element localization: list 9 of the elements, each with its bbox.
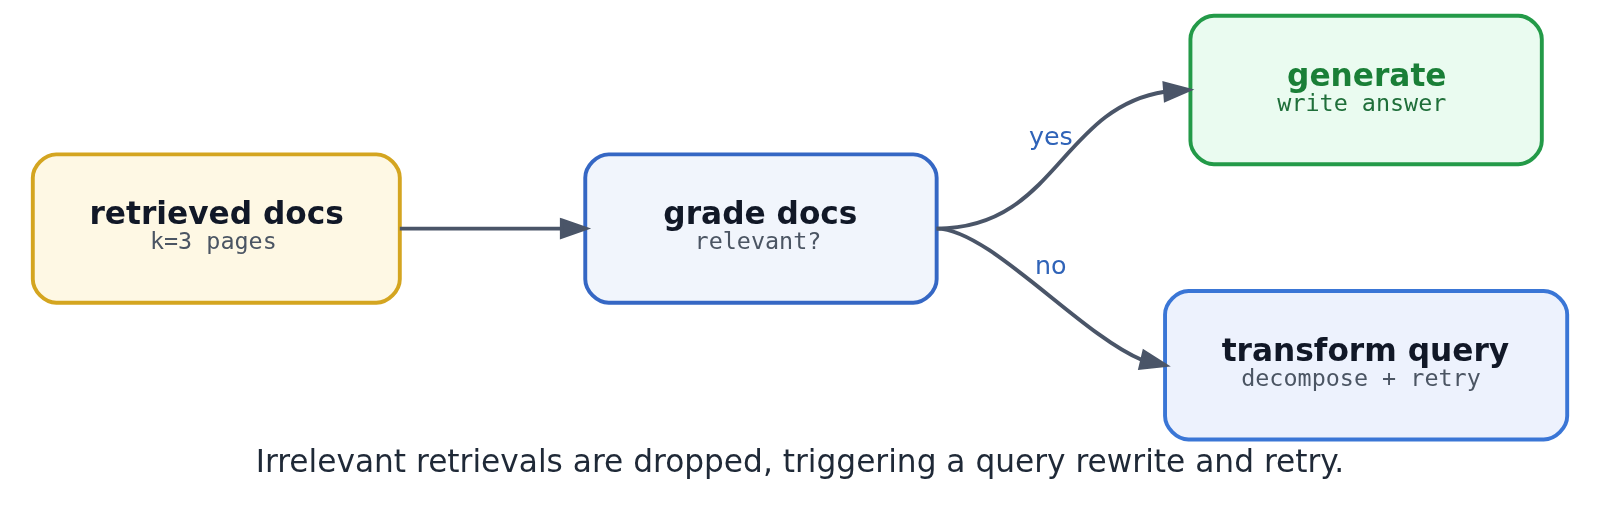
edge-label: yes (1028, 121, 1073, 152)
node-box: generate write answer (1188, 13, 1544, 167)
caption: Irrelevant retrievals are dropped, triggering a query rewrite and retry. (255, 443, 1345, 480)
arrow (936, 226, 1171, 371)
node-box: retrieved docs k=3 pages (30, 152, 402, 305)
arrow (399, 217, 592, 240)
node-box: grade docs relevant? (583, 152, 939, 305)
edge-label: no (1035, 250, 1067, 281)
node-box: transform query decompose + retry (1163, 289, 1570, 442)
